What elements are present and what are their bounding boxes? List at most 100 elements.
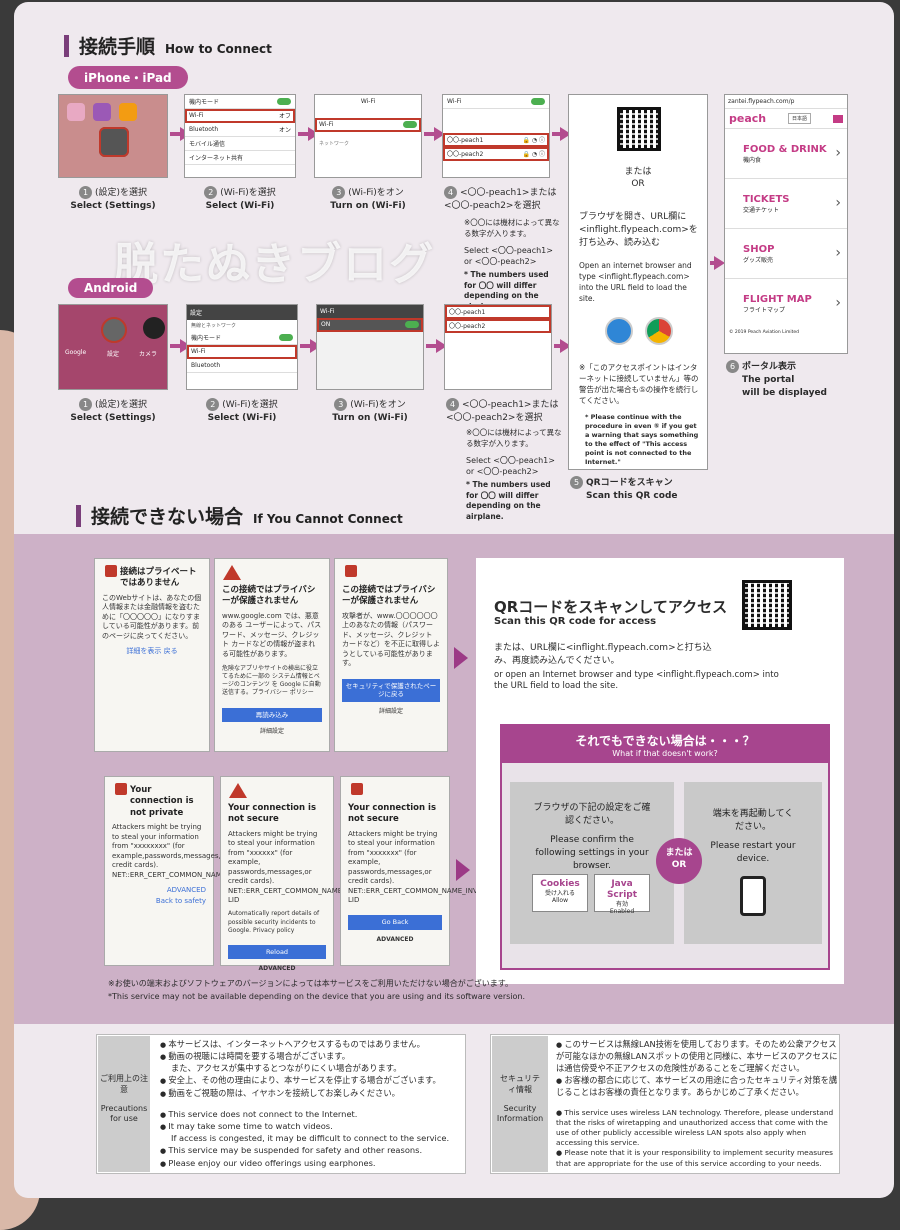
wifi-on-row: ON — [317, 318, 423, 332]
ios-home-screenshot — [58, 94, 168, 178]
settings-row: インターネット共有 — [185, 151, 295, 165]
reload-button[interactable]: Reload — [228, 944, 326, 960]
star-icon — [93, 103, 111, 121]
warning-note-ja: ※「このアクセスポイントはインターネットに接続していません」等の警告が出た場合も… — [579, 363, 699, 405]
airplane-row: 機内モード — [187, 331, 297, 345]
arrow-right-icon — [714, 256, 725, 270]
qr-access-title-en: Scan this QR code for access — [494, 616, 657, 627]
qr-access-body-en: or open an Internet browser and type <in… — [494, 670, 779, 692]
list-item: Please note that it is your responsibili… — [556, 1148, 838, 1168]
network-header: ネットワーク — [319, 141, 350, 147]
portal-url: zantei.flypeach.com/p — [725, 95, 847, 109]
arrow-bar — [170, 344, 182, 348]
toggle-icon — [531, 98, 545, 105]
list-item: If access is congested, it may be diffic… — [171, 1133, 450, 1144]
arrow-bar — [426, 344, 438, 348]
android-step-4: 4<〇〇-peach1>または<〇〇-peach2>を選択 — [446, 398, 559, 424]
app-icon — [67, 103, 85, 121]
warning-en-3: Your connection is not secure Attackers … — [340, 776, 482, 966]
warning-ja-2: この接続ではプライバシーが保護されません www.google.com では、悪… — [214, 558, 330, 752]
arrow-bar — [710, 261, 716, 265]
android-step4-note: ※〇〇には機材によって異なる数字が入ります。 Select <〇〇-peach1… — [466, 428, 562, 521]
warning-en-1: Your connection is not private Attackers… — [104, 776, 228, 966]
lock-icon — [105, 565, 117, 577]
arrow-right-icon — [560, 339, 571, 353]
home-label: カメラ — [139, 351, 158, 358]
qr-code — [617, 107, 661, 151]
restart-option: 端末を再起動してください。 Please restart your device… — [684, 782, 822, 944]
security-en-list: This service uses wireless LAN technolog… — [556, 1108, 838, 1169]
browser-settings-option: ブラウザの下記の設定をご確認ください。 Please confirm the f… — [510, 782, 674, 944]
back-button[interactable]: セキュリティで保護されたページに戻る — [342, 678, 440, 703]
portal-screenshot: zantei.flypeach.com/p peach 日本語 FOOD & D… — [724, 94, 848, 354]
home-label: Google — [65, 349, 87, 356]
list-item: 本サービスは、インターネットへアクセスするものではありません。 — [160, 1038, 460, 1050]
ios-step-2: 2(Wi-Fi)を選択 Select (Wi-Fi) — [204, 186, 276, 212]
arrow-right-icon — [180, 339, 191, 353]
android-label: Android — [68, 278, 154, 298]
lang-select[interactable]: 日本語 — [788, 113, 812, 124]
precautions-ja-list: 本サービスは、インターネットへアクセスするものではありません。 動画の視聴には時… — [160, 1038, 460, 1099]
camera-icon — [143, 317, 165, 339]
cannot-connect-ja: 接続できない場合 — [91, 506, 244, 528]
android-settings-screenshot: 設定 無線とネットワーク 機内モード Wi-Fi Bluetooth — [186, 304, 298, 390]
title-bar — [64, 34, 69, 57]
go-back-button[interactable]: Go Back — [348, 915, 442, 931]
phone-restart-icon — [740, 876, 766, 917]
warning-ja-1: 接続はプライベートではありません このWebサイトは、あなたの個人情報または金融… — [94, 558, 210, 752]
wifi-toggle-row: Wi-Fi — [443, 95, 549, 109]
how-to-connect-en: How to Connect — [165, 42, 272, 56]
settings-gear-icon — [101, 317, 127, 343]
browser-instruction-ja: ブラウザを開き、URL欄に<inflight.flypeach.com>を打ち込… — [579, 212, 698, 249]
peach2-row: 〇〇-peach2 — [445, 319, 551, 333]
arrow-right-icon — [456, 859, 470, 881]
instruction-card: 接続手順 How to Connect iPhone・iPad 機内モード Wi… — [14, 2, 894, 1198]
title-bar — [76, 504, 81, 527]
toggle-icon — [277, 98, 291, 105]
wifi-toggle-row: Wi-Fi — [315, 118, 421, 132]
net-header: 無線とネットワーク — [191, 323, 237, 329]
arrow-bar — [300, 344, 312, 348]
reload-button[interactable]: 再読み込み — [222, 707, 322, 723]
lock-icon — [351, 783, 363, 795]
cart-icon[interactable] — [833, 114, 843, 123]
wifi-title: Wi-Fi — [317, 305, 423, 318]
warning-note-en: * Please continue with the procedure in … — [585, 413, 699, 467]
ios-wifi-screenshot: Wi-Fi Wi-Fi ネットワーク — [314, 94, 422, 178]
qr-code — [742, 580, 792, 630]
list-item: このサービスは無線LAN技術を使用しております。そのため公衆アクセスが可能なほか… — [556, 1038, 838, 1074]
arrow-right-icon — [436, 339, 447, 353]
arrow-bar — [424, 132, 436, 136]
arrow-bar — [552, 132, 562, 136]
list-item: 安全上、その他の理由により、本サービスを停止する場合がございます。 — [160, 1074, 460, 1086]
ios-network-screenshot: Wi-Fi 〇〇-peach1🔒 ◔ ⓘ 〇〇-peach2🔒 ◔ ⓘ — [442, 94, 550, 178]
arrow-right-icon — [454, 647, 468, 669]
android-wifi-screenshot: Wi-Fi ON — [316, 304, 424, 390]
portal-header: peach 日本語 — [725, 109, 847, 128]
lock-icon — [115, 783, 127, 795]
bluetooth-row: Bluetooth — [187, 359, 297, 373]
list-item: This service does not connect to the Int… — [160, 1108, 460, 1120]
books-icon — [119, 103, 137, 121]
arrow-right-icon — [434, 127, 445, 141]
if-not-panel: それでもできない場合は・・・？ What if that doesn't wor… — [500, 724, 830, 970]
arrow-right-icon — [308, 127, 319, 141]
peach1-row: 〇〇-peach1🔒 ◔ ⓘ — [443, 133, 549, 147]
cannot-connect-en: If You Cannot Connect — [253, 512, 403, 526]
safari-icon — [605, 317, 633, 345]
list-item: It may take some time to watch videos. — [160, 1120, 460, 1132]
footnote-en: *This service may not be available depen… — [108, 992, 526, 1001]
peach2-row: 〇〇-peach2🔒 ◔ ⓘ — [443, 147, 549, 161]
how-to-connect-ja: 接続手順 — [79, 36, 156, 58]
ios-step4-note: ※〇〇には機材によって異なる数字が入ります。 Select <〇〇-peach1… — [464, 218, 560, 311]
